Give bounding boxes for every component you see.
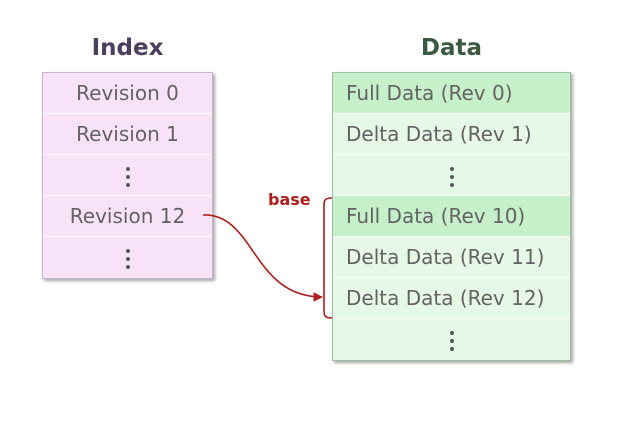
index-row-ellipsis xyxy=(43,237,212,278)
data-row-delta-rev-11: Delta Data (Rev 11) xyxy=(333,237,570,278)
data-row-ellipsis xyxy=(333,319,570,360)
data-row-ellipsis xyxy=(333,155,570,196)
index-column: Revision 0 Revision 1 Revision 12 xyxy=(42,72,213,279)
base-range-brace xyxy=(323,197,333,319)
vertical-ellipsis-icon xyxy=(449,164,454,189)
data-row-full-rev-0: Full Data (Rev 0) xyxy=(333,73,570,114)
index-row-revision-1: Revision 1 xyxy=(43,114,212,155)
vertical-ellipsis-icon xyxy=(449,328,454,353)
data-row-delta-rev-1: Delta Data (Rev 1) xyxy=(333,114,570,155)
data-title: Data xyxy=(420,35,483,61)
base-label: base xyxy=(268,190,311,209)
vertical-ellipsis-icon xyxy=(125,164,130,189)
index-row-revision-12: Revision 12 xyxy=(43,196,212,237)
data-row-full-rev-10: Full Data (Rev 10) xyxy=(333,196,570,237)
data-column: Full Data (Rev 0) Delta Data (Rev 1) Ful… xyxy=(332,72,571,361)
revision-12-to-base-arrow xyxy=(202,214,323,302)
index-title: Index xyxy=(91,35,164,61)
index-row-ellipsis xyxy=(43,155,212,196)
index-row-revision-0: Revision 0 xyxy=(43,73,212,114)
vertical-ellipsis-icon xyxy=(125,246,130,271)
data-row-delta-rev-12: Delta Data (Rev 12) xyxy=(333,278,570,319)
